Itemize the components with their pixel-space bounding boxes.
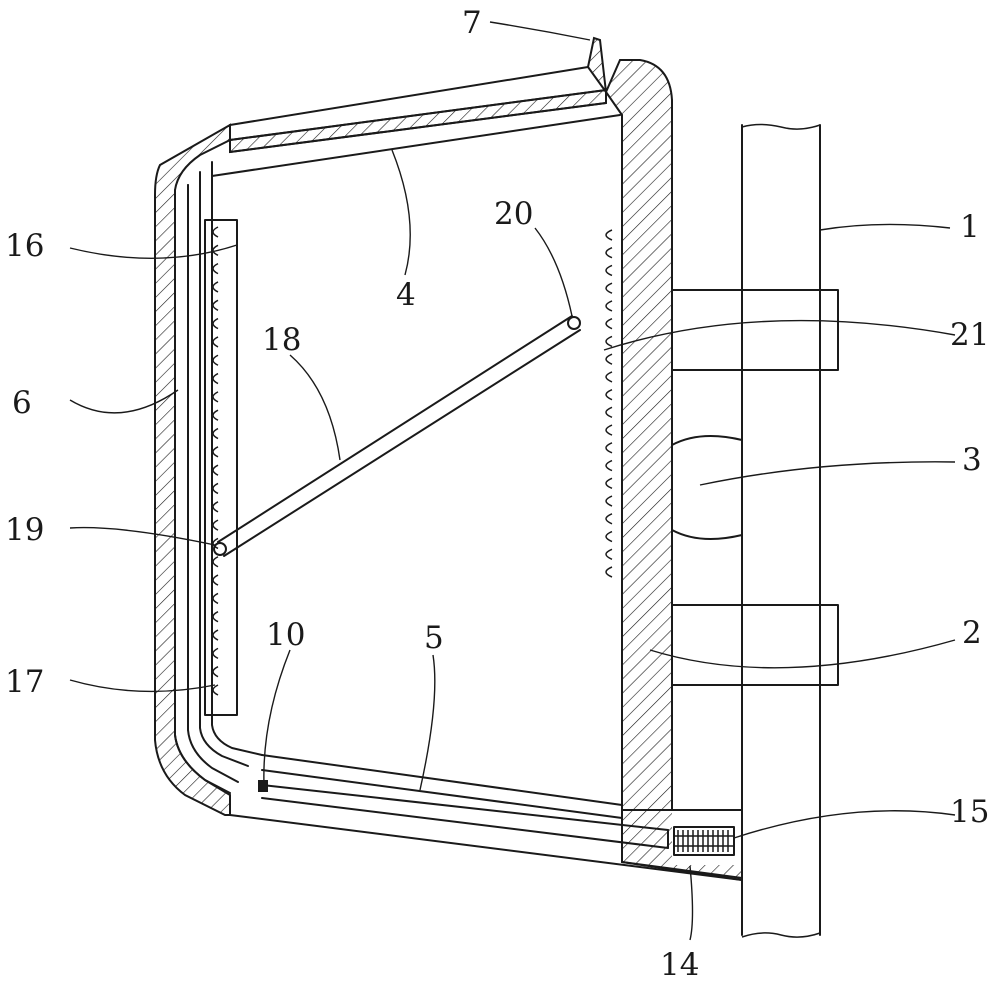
rack-tooth: [605, 282, 613, 294]
label-15: 15: [950, 794, 989, 830]
pin-upper: [567, 316, 581, 330]
rack-tooth: [605, 548, 613, 560]
label-4: 4: [396, 277, 416, 313]
rack-tooth: [212, 226, 219, 238]
label-18: 18: [262, 322, 301, 358]
rack-tooth: [212, 244, 219, 256]
stop-block: [258, 780, 268, 792]
label-2: 2: [962, 615, 982, 651]
rack-tooth: [605, 229, 613, 241]
label-19: 19: [5, 512, 44, 548]
rack-tooth: [212, 354, 219, 366]
rack-tooth: [212, 299, 219, 311]
rack-tooth: [212, 574, 219, 586]
pin-lower: [213, 542, 227, 556]
right-rack: [605, 229, 613, 578]
rack-tooth: [605, 566, 613, 578]
rack-tooth: [605, 406, 613, 419]
rack-tooth: [212, 519, 219, 531]
rack-tooth: [212, 666, 219, 678]
rack-tooth: [212, 501, 219, 513]
rack-tooth: [605, 495, 613, 507]
label-20: 20: [494, 196, 533, 232]
rack-tooth: [212, 446, 219, 458]
rack-tooth: [212, 336, 219, 348]
top-lip: [586, 36, 608, 96]
rack-tooth: [605, 247, 613, 259]
label-17: 17: [5, 664, 44, 700]
rack-tooth: [212, 409, 219, 421]
rack-tooth: [605, 264, 613, 277]
rack-tooth: [212, 391, 219, 403]
label-16: 16: [5, 228, 44, 264]
rack-tooth: [605, 300, 613, 312]
rack-tooth: [605, 371, 613, 383]
rack-tooth: [212, 592, 219, 605]
link-arm: [213, 315, 581, 557]
rack-tooth: [212, 647, 219, 660]
rack-tooth: [212, 427, 219, 440]
part-labels: 1 2 3 4 5 6 7 10 14 15 16 17 18 19 20 21: [5, 5, 989, 983]
rack-tooth: [605, 353, 613, 365]
rack-tooth: [212, 629, 219, 641]
rack-tooth: [605, 459, 613, 472]
spring: [673, 826, 735, 856]
label-3: 3: [962, 442, 982, 478]
rack-tooth: [212, 684, 219, 696]
rack-tooth: [212, 281, 219, 293]
label-21: 21: [950, 317, 989, 353]
rack-tooth: [212, 262, 219, 275]
leader-lines: [69, 21, 956, 941]
rack-tooth: [212, 482, 219, 495]
rack-tooth: [605, 513, 613, 525]
rack-tooth: [605, 335, 613, 348]
rack-tooth: [212, 372, 219, 385]
rack-tooth: [212, 556, 219, 568]
pole: [741, 123, 821, 938]
right-wall: [604, 59, 673, 811]
rack-tooth: [212, 317, 219, 330]
rack-tooth: [605, 530, 613, 543]
rack-tooth: [605, 424, 613, 436]
label-10: 10: [266, 617, 305, 653]
rack-tooth: [605, 388, 613, 401]
connector-rod: [671, 369, 743, 606]
housing-outer-shell: [154, 123, 263, 816]
rack-tooth: [212, 611, 219, 623]
left-rack: [204, 219, 238, 716]
label-5: 5: [424, 620, 444, 656]
rack-tooth: [605, 477, 613, 490]
slide-rod: [261, 784, 669, 849]
rack-tooth: [212, 464, 219, 476]
top-plate: [211, 66, 621, 177]
label-7: 7: [462, 5, 482, 41]
rack-tooth: [605, 317, 613, 330]
label-1: 1: [960, 209, 980, 245]
label-6: 6: [12, 385, 32, 421]
label-14: 14: [660, 947, 699, 983]
rack-tooth: [212, 537, 219, 550]
clamp-brackets: [671, 289, 839, 686]
rack-tooth: [605, 442, 613, 454]
